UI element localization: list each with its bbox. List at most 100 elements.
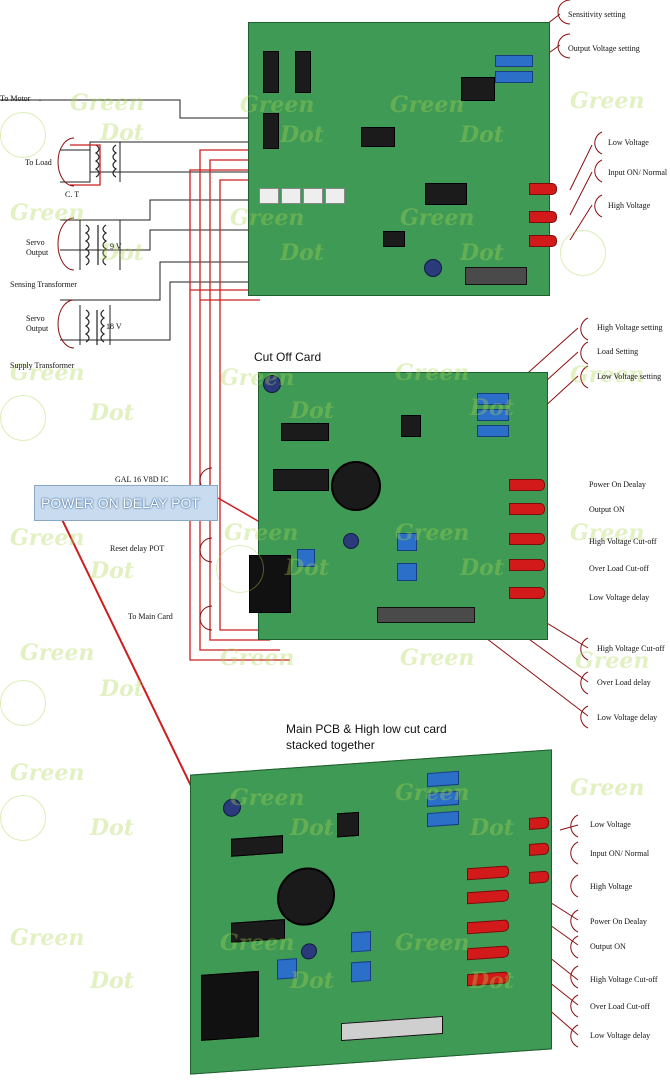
trimmer-pot: [351, 961, 371, 983]
relay-block: [201, 970, 259, 1041]
ic-chip: [337, 811, 359, 838]
led-over-load-cutoff: [467, 945, 509, 961]
label-mid-over-load-cutoff: Over Load Cut-off: [589, 564, 649, 573]
relay: [325, 188, 345, 204]
label-output-voltage-setting: Output Voltage setting: [568, 44, 640, 53]
watermark-text: Green: [570, 88, 645, 114]
label-mid-power-on-dealay: Power On Dealay: [589, 480, 646, 489]
label-right-over-load-delay: Over Load delay: [597, 678, 651, 687]
label-bot-power-on-dealay: Power On Dealay: [590, 917, 647, 926]
led-low-voltage: [529, 183, 557, 195]
label-top-high-voltage: High Voltage: [608, 201, 651, 210]
watermark-text: Green: [230, 785, 305, 811]
watermark-text: Dot: [290, 968, 334, 994]
led-input-on: [529, 842, 549, 856]
ic-chip: [281, 423, 329, 441]
capacitor: [343, 533, 359, 549]
capacitor: [424, 259, 442, 277]
watermark-text: Dot: [460, 555, 504, 581]
label-to-motor: To Motor: [0, 94, 31, 103]
watermark-text: Dot: [90, 558, 134, 584]
led-output-on: [467, 889, 509, 905]
label-to-main-card: To Main Card: [128, 612, 173, 621]
gal-ic-chip: [273, 469, 329, 491]
label-bot-high-voltage-cutoff: High Voltage Cut-off: [590, 975, 658, 984]
watermark-text: Dot: [470, 395, 514, 421]
ic-chip: [231, 835, 283, 857]
watermark-text: Green: [400, 205, 475, 231]
label-sensitivity-setting: Sensitivity setting: [568, 10, 626, 19]
watermark-text: Green: [220, 645, 295, 671]
label-top-low-voltage: Low Voltage: [608, 138, 649, 147]
watermark-circle: [0, 395, 46, 441]
led-input-on: [529, 211, 557, 223]
watermark-text: Green: [400, 645, 475, 671]
watermark-text: Green: [395, 930, 470, 956]
watermark-text: Dot: [285, 555, 329, 581]
label-18v: 18 V: [106, 322, 122, 331]
ribbon-connector: [465, 267, 527, 285]
capacitor: [263, 375, 281, 393]
label-servo-output-2: Servo Output: [26, 314, 49, 333]
ic-chip: [295, 51, 311, 93]
trimmer-pot: [495, 55, 533, 67]
relay: [303, 188, 323, 204]
led-output-on: [509, 503, 545, 515]
watermark-text: Green: [10, 525, 85, 551]
watermark-text: Dot: [460, 122, 504, 148]
relay: [281, 188, 301, 204]
ic-chip: [425, 183, 467, 205]
relay: [259, 188, 279, 204]
label-servo-output-1: Servo Output: [26, 238, 49, 257]
trimmer-pot: [427, 810, 459, 828]
watermark-text: Green: [10, 200, 85, 226]
capacitor: [301, 942, 317, 960]
watermark-text: Green: [70, 90, 145, 116]
watermark-text: Dot: [280, 240, 324, 266]
trimmer-pot: [297, 549, 315, 567]
label-top-input-on-normal: Input ON/ Normal: [608, 168, 668, 177]
watermark-text: Green: [395, 780, 470, 806]
watermark-text: Dot: [100, 240, 144, 266]
trimmer-pot: [495, 71, 533, 83]
label-bot-low-voltage: Low Voltage: [590, 820, 631, 829]
label-mid-low-voltage-delay: Low Voltage delay: [589, 593, 650, 602]
label-bot-output-on: Output ON: [590, 942, 626, 951]
watermark-text: Green: [10, 760, 85, 786]
watermark-text: Green: [575, 648, 650, 674]
label-low-voltage-setting: Low Voltage setting: [597, 372, 662, 381]
label-stacked-caption-2: stacked together: [286, 738, 375, 752]
watermark-circle: [0, 112, 46, 158]
label-high-voltage-setting: High Voltage setting: [597, 323, 663, 332]
watermark-text: Green: [570, 362, 645, 388]
label-load-setting: Load Setting: [597, 347, 639, 356]
ic-chip: [263, 51, 279, 93]
watermark-text: Dot: [290, 815, 334, 841]
watermark-circle: [560, 230, 606, 276]
led-power-on-delay: [467, 865, 509, 881]
watermark-text: Dot: [90, 400, 134, 426]
watermark-text: Dot: [280, 122, 324, 148]
watermark-text: Green: [230, 205, 305, 231]
trimmer-pot: [351, 931, 371, 953]
watermark-text: Dot: [100, 676, 144, 702]
main-pcb-top: [248, 22, 557, 296]
led-high-voltage: [529, 235, 557, 247]
watermark-text: Green: [240, 92, 315, 118]
led-power-on-delay: [509, 479, 545, 491]
led-low-voltage: [529, 816, 549, 830]
label-supply-transformer: Supply Transformer: [10, 361, 75, 370]
watermark-text: Green: [224, 520, 299, 546]
watermark-text: Green: [570, 775, 645, 801]
buzzer: [331, 461, 381, 511]
watermark-text: Dot: [90, 815, 134, 841]
watermark-text: Green: [220, 365, 295, 391]
cut-off-card: [249, 372, 548, 640]
label-right-high-voltage-cutoff: High Voltage Cut-off: [597, 644, 665, 653]
watermark-text: Green: [395, 360, 470, 386]
trimmer-pot: [477, 425, 509, 437]
label-cut-off-card: Cut Off Card: [254, 350, 322, 364]
watermark-circle: [0, 795, 46, 841]
watermark-text: Dot: [460, 240, 504, 266]
watermark-text: Dot: [90, 968, 134, 994]
